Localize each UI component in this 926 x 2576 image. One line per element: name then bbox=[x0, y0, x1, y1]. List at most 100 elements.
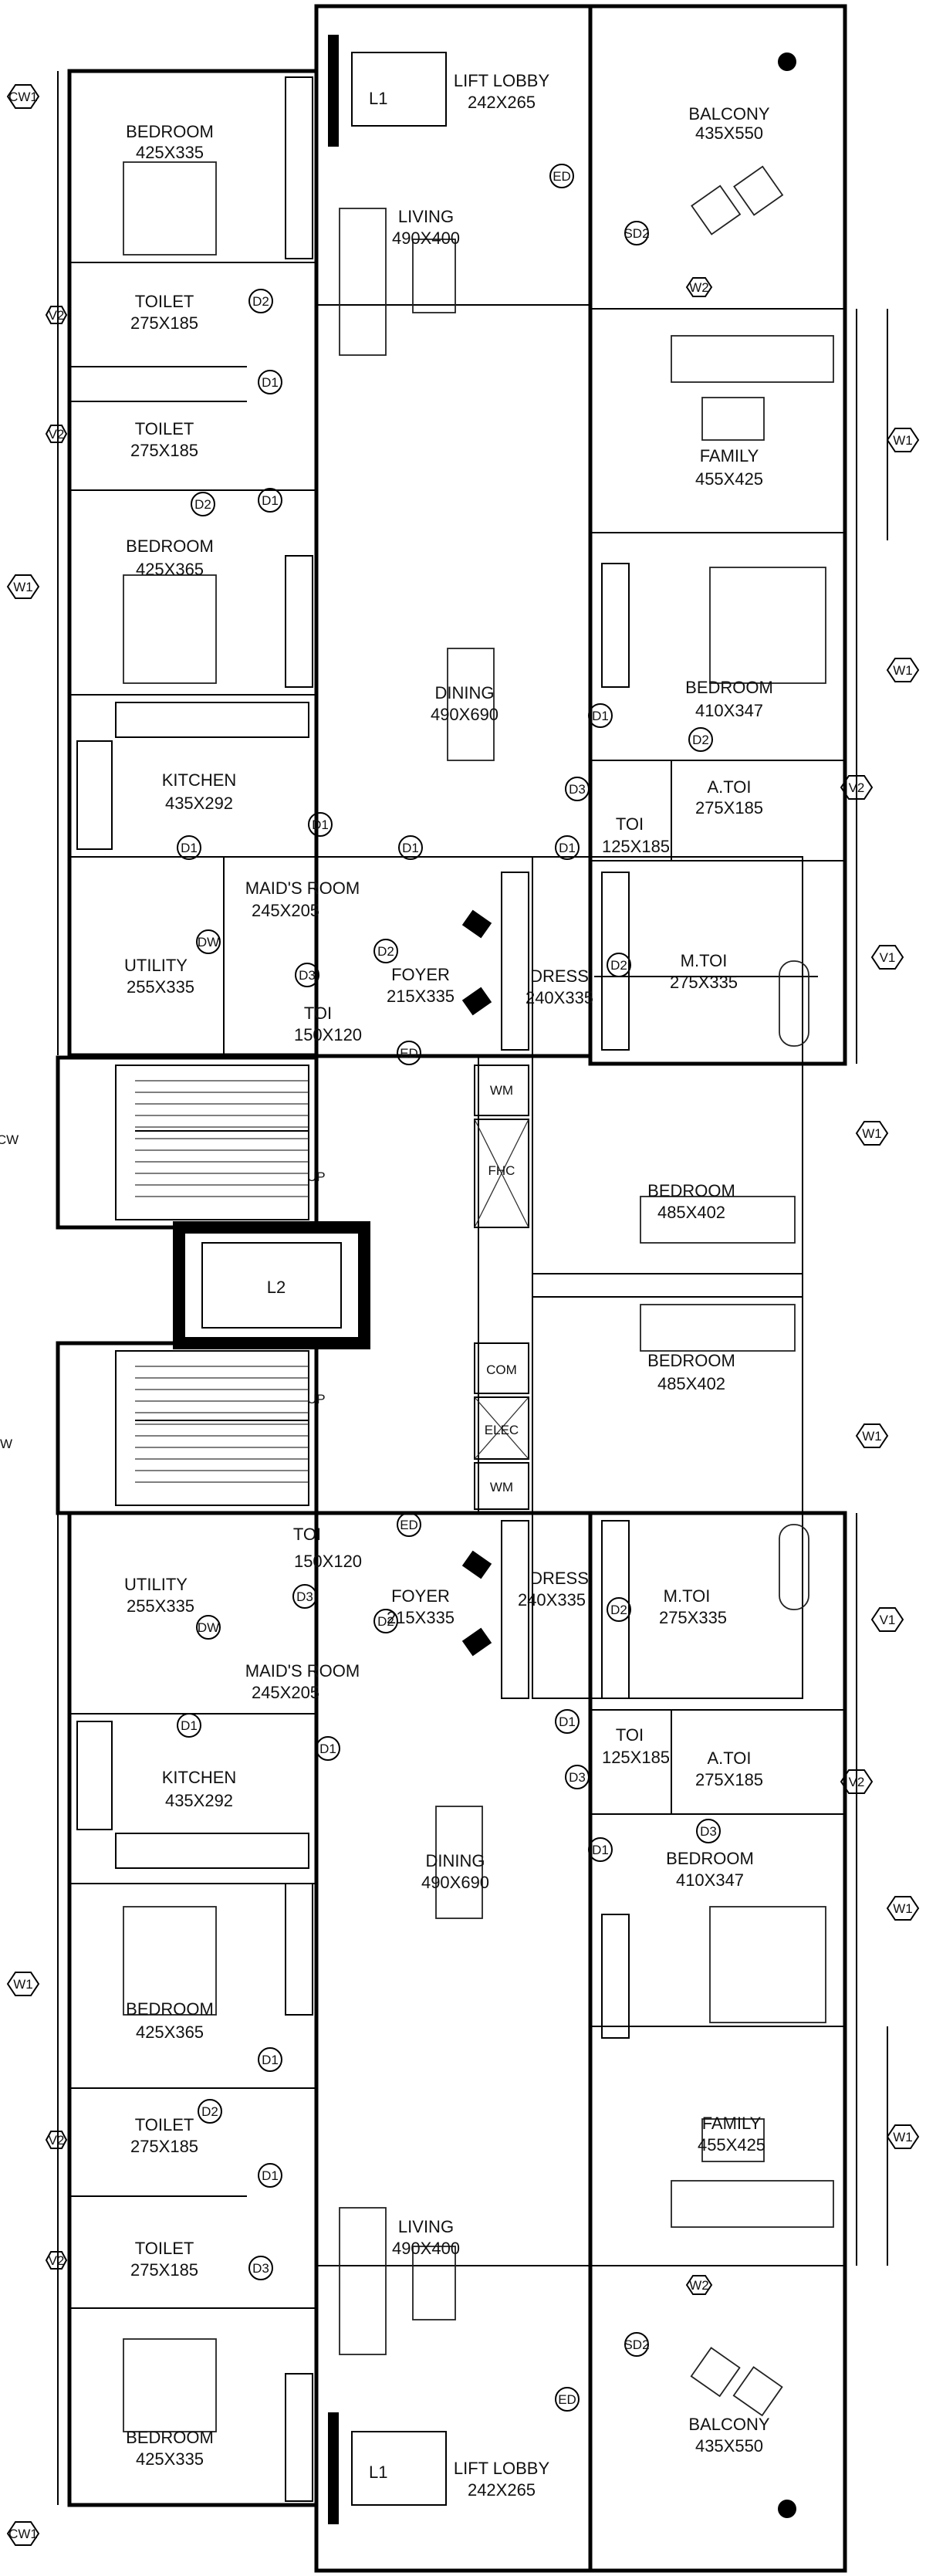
v2-tag: V2 bbox=[849, 780, 865, 795]
dw-tag: DW bbox=[198, 935, 219, 949]
bedroom-size: 485X402 bbox=[657, 1374, 725, 1393]
d2-tag: D2 bbox=[610, 958, 627, 973]
d2-tag: D2 bbox=[377, 1614, 394, 1629]
w1-tag: W1 bbox=[862, 1429, 882, 1444]
toilet-size: 275X185 bbox=[130, 2137, 198, 2156]
toilet-label: TOILET bbox=[135, 2239, 194, 2258]
d3-tag: D3 bbox=[700, 1824, 717, 1839]
bedroom-size: 410X347 bbox=[695, 701, 763, 720]
living-label: LIVING bbox=[398, 207, 454, 226]
room-labels: BALCONY 435X550 LIFT LOBBY 242X265 L1 LI… bbox=[124, 71, 773, 2500]
lift-l2-label: L2 bbox=[267, 1278, 286, 1297]
toi-label: TOI bbox=[616, 814, 644, 834]
mtoi-label: M.TOI bbox=[681, 951, 728, 970]
kitchen-label: KITCHEN bbox=[162, 1768, 237, 1787]
kitchen-label: KITCHEN bbox=[162, 770, 237, 790]
w1-tag: W1 bbox=[13, 580, 33, 594]
toilet-label: TOILET bbox=[135, 292, 194, 311]
living-size: 490X400 bbox=[392, 2239, 460, 2258]
living-size: 490X400 bbox=[392, 228, 460, 248]
toi-size: 125X185 bbox=[602, 837, 670, 856]
d2-tag: D2 bbox=[692, 733, 709, 747]
windows bbox=[57, 71, 888, 2505]
w1-tag: W1 bbox=[893, 1901, 913, 1916]
family-label: FAMILY bbox=[700, 446, 759, 465]
balcony-size: 435X550 bbox=[695, 124, 763, 143]
wm-label: WM bbox=[490, 1480, 513, 1494]
d3-tag: D3 bbox=[252, 2261, 269, 2276]
v1-tag: V1 bbox=[880, 950, 896, 965]
d1-tag: D1 bbox=[262, 2053, 279, 2067]
balcony-label: BALCONY bbox=[688, 2415, 769, 2434]
toi-label: TOI bbox=[304, 1004, 332, 1023]
d2-tag: D2 bbox=[377, 944, 394, 959]
sd2-tag: SD2 bbox=[624, 226, 649, 241]
family-size: 455X425 bbox=[698, 2135, 765, 2155]
foyer-label: FOYER bbox=[391, 965, 450, 984]
d1-tag: D1 bbox=[181, 1718, 198, 1733]
d2-tag: D2 bbox=[252, 294, 269, 309]
living-label: LIVING bbox=[398, 2217, 454, 2236]
bedroom-label: BEDROOM bbox=[126, 2428, 214, 2447]
d1-tag: D1 bbox=[559, 841, 576, 855]
atoi-size: 275X185 bbox=[695, 798, 763, 817]
v2-tag: V2 bbox=[49, 2253, 65, 2268]
service-shafts bbox=[474, 1065, 529, 1510]
d1-tag: D1 bbox=[592, 709, 609, 723]
partitions bbox=[69, 262, 845, 2309]
toilet-label: TOILET bbox=[135, 419, 194, 438]
toi-label: TOI bbox=[616, 1725, 644, 1745]
toi-size: 125X185 bbox=[602, 1748, 670, 1767]
cw-tag: CW bbox=[0, 1132, 19, 1147]
ed-tag: ED bbox=[558, 2392, 576, 2407]
d1-tag: D1 bbox=[592, 1843, 609, 1857]
lift-lobby-size: 242X265 bbox=[468, 93, 536, 112]
bedroom-label: BEDROOM bbox=[647, 1181, 735, 1200]
toi-label: TOI bbox=[293, 1525, 321, 1544]
kitchen-size: 435X292 bbox=[165, 1791, 233, 1810]
elec-label: ELEC bbox=[485, 1423, 519, 1437]
stair-up-label: UP bbox=[307, 1392, 326, 1406]
bedroom-size: 425X335 bbox=[136, 143, 204, 162]
bedroom-label: BEDROOM bbox=[685, 678, 773, 697]
w1-tag: W1 bbox=[893, 663, 913, 678]
d2-tag: D2 bbox=[201, 2104, 218, 2119]
d3-tag: D3 bbox=[296, 1589, 313, 1604]
d1-tag: D1 bbox=[262, 2168, 279, 2183]
foyer-size: 215X335 bbox=[387, 1608, 455, 1627]
bedroom-size: 425X365 bbox=[136, 560, 204, 579]
utility-size: 255X335 bbox=[127, 977, 194, 997]
bedroom-size: 425X335 bbox=[136, 2449, 204, 2469]
staircase-top bbox=[115, 1065, 309, 1220]
bedroom-label: BEDROOM bbox=[126, 1999, 214, 2019]
ed-tag: ED bbox=[553, 169, 571, 184]
dining-size: 490X690 bbox=[431, 705, 498, 724]
tags: CW1 CW1 W1 W1 CW W W1 W1 W1 W1 W1 W1 V1 … bbox=[0, 84, 920, 2546]
toilet-label: TOILET bbox=[135, 2115, 194, 2134]
bedroom-label: BEDROOM bbox=[126, 122, 214, 141]
maids-room-label: MAID'S ROOM bbox=[245, 878, 360, 898]
d1-tag: D1 bbox=[181, 841, 198, 855]
toilet-size: 275X185 bbox=[130, 2260, 198, 2280]
d3-tag: D3 bbox=[299, 968, 316, 983]
d2-tag: D2 bbox=[194, 497, 211, 512]
d1-tag: D1 bbox=[402, 841, 419, 855]
v2-tag: V2 bbox=[849, 1775, 865, 1789]
atoi-label: A.TOI bbox=[707, 777, 751, 797]
dw-tag: DW bbox=[198, 1620, 219, 1635]
bedroom-label: BEDROOM bbox=[666, 1849, 754, 1868]
w2-tag: W2 bbox=[689, 280, 709, 295]
lift-lobby-label: LIFT LOBBY bbox=[454, 71, 550, 90]
v2-tag: V2 bbox=[49, 427, 65, 442]
d1-tag: D1 bbox=[319, 1742, 336, 1756]
cw1-tag: CW1 bbox=[8, 2527, 38, 2541]
maids-room-size: 245X205 bbox=[252, 1683, 319, 1702]
balcony-size: 435X550 bbox=[695, 2436, 763, 2456]
w1-tag: W1 bbox=[862, 1126, 882, 1141]
cw1-tag: CW1 bbox=[8, 90, 38, 104]
sd2-tag: SD2 bbox=[624, 2337, 649, 2352]
d3-tag: D3 bbox=[569, 782, 586, 797]
ed-tag: ED bbox=[400, 1518, 418, 1532]
lift-l1-label: L1 bbox=[369, 89, 387, 108]
mtoi-label: M.TOI bbox=[664, 1586, 711, 1606]
